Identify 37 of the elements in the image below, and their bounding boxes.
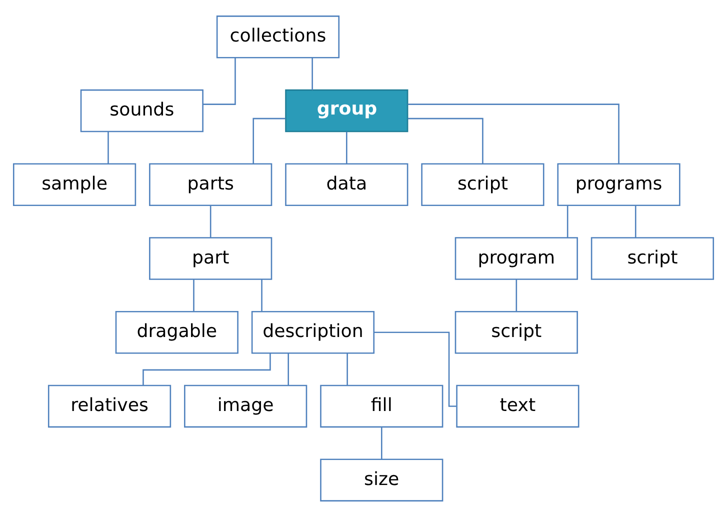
connector <box>252 118 286 164</box>
node-box: fill <box>320 384 444 428</box>
connector <box>566 206 568 238</box>
connector <box>381 427 382 460</box>
node-box: collections <box>216 16 340 58</box>
node-box: sounds <box>80 89 204 132</box>
connector <box>346 353 348 386</box>
node-box: text <box>456 384 580 428</box>
node-box: dragable <box>115 310 238 354</box>
connector <box>408 118 484 164</box>
node-box: part <box>149 237 272 280</box>
connector <box>203 58 236 105</box>
connector <box>408 104 620 164</box>
connector <box>193 279 194 312</box>
node-box: relatives <box>48 384 172 428</box>
connector <box>634 206 636 238</box>
node-box: parts <box>149 163 272 206</box>
connector <box>288 353 289 386</box>
connector <box>346 132 348 164</box>
connector <box>516 279 518 312</box>
node-box: description <box>251 310 375 354</box>
connector <box>374 332 456 407</box>
node-box: sample <box>12 163 136 206</box>
node-box: script <box>421 163 544 206</box>
node-box: script <box>590 237 714 280</box>
connector <box>261 279 262 312</box>
connector <box>108 132 109 164</box>
connector <box>142 353 271 386</box>
connector <box>312 58 313 90</box>
node-box: program <box>454 237 578 280</box>
node-box: data <box>285 163 408 206</box>
node-box: size <box>320 458 444 502</box>
node-box: image <box>184 384 308 428</box>
node-box: programs <box>557 163 680 206</box>
node-box: script <box>454 310 578 354</box>
node-box: group <box>285 89 408 132</box>
connector <box>210 206 212 238</box>
